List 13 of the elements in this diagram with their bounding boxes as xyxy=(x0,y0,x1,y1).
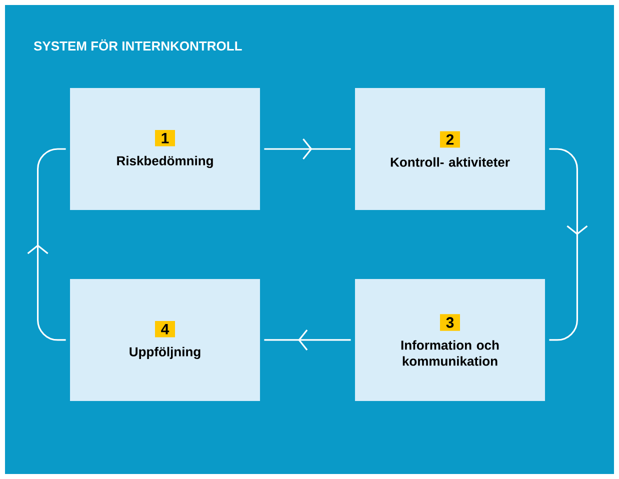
process-box xyxy=(70,88,260,210)
box-label: Information och kommunikation xyxy=(401,340,499,366)
number-badge: 1 xyxy=(155,130,175,146)
number-badge: 3 xyxy=(440,314,460,331)
process-box xyxy=(355,88,545,210)
process-box xyxy=(355,278,545,401)
box-label: Riskbedömning xyxy=(117,156,213,168)
number-badge: 4 xyxy=(155,320,175,338)
number-badge: 2 xyxy=(440,131,460,148)
title: SYSTEM FÖR INTERNKONTROLL xyxy=(34,39,242,51)
box-label: Kontroll- aktiviteter xyxy=(390,157,510,167)
process-box xyxy=(70,278,260,401)
box-label: Uppföljning xyxy=(130,346,200,360)
